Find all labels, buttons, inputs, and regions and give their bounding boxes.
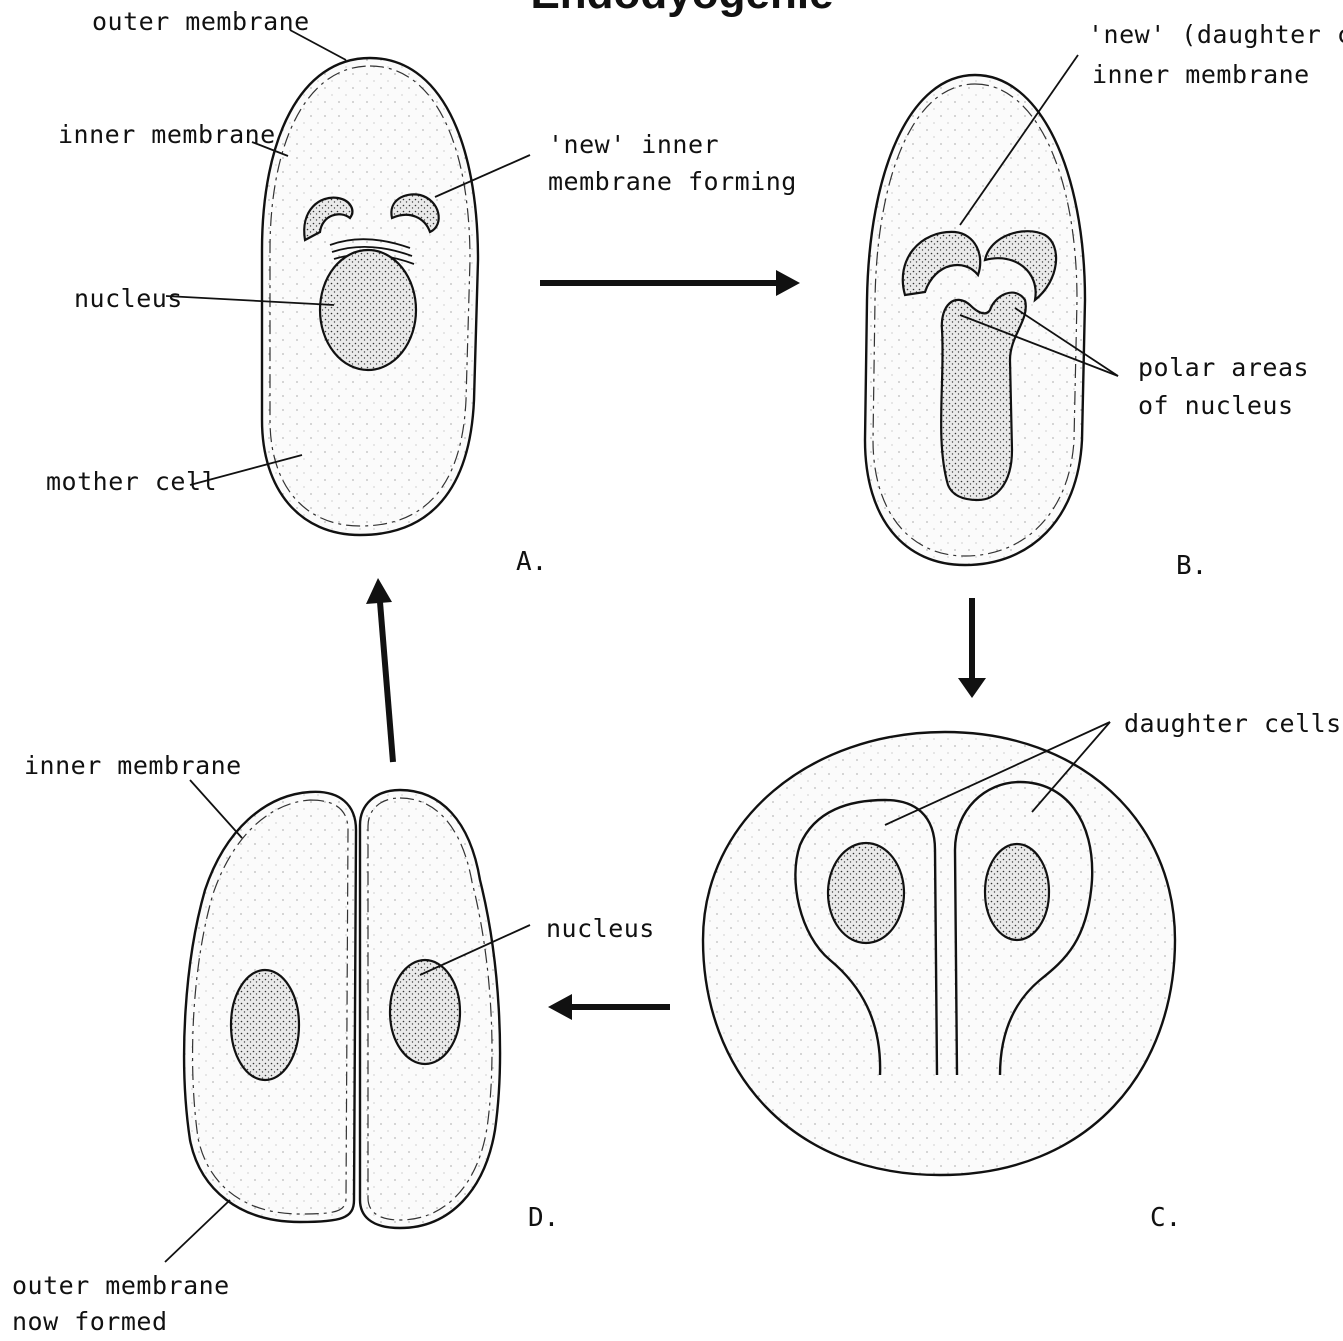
nucleus-c-right [985,844,1049,940]
arrow-c-to-d [548,994,670,1020]
cell-c-outer-membrane [703,732,1175,1175]
panel-letter-b: B. [1176,551,1207,581]
label-new-inner-line1: 'new' inner [548,130,719,159]
label-inner-membrane-a: inner membrane [58,120,276,149]
arrow-b-to-c [958,598,986,698]
panel-c: daughter cells C. [703,709,1342,1233]
label-outer-membrane-a: outer membrane [92,7,310,36]
label-polar-areas-line2: of nucleus [1138,391,1294,420]
label-polar-areas-line1: polar areas [1138,353,1309,382]
label-inner-membrane-d: inner membrane [24,751,242,780]
panel-b: 'new' (daughter cell) inner membrane pol… [865,20,1343,581]
label-new-inner-line2: membrane forming [548,167,797,196]
arrow-a-to-b [540,270,800,296]
nucleus-d-right [390,960,460,1064]
label-nucleus-a: nucleus [74,284,183,313]
label-new-daughter-line2: inner membrane [1092,60,1310,89]
label-outer-formed-line1: outer membrane [12,1271,230,1300]
panel-d: inner membrane nucleus outer membrane no… [12,751,655,1336]
panel-letter-d: D. [528,1203,559,1233]
label-outer-formed-line2: now formed [12,1307,168,1336]
nucleus-d-left [231,970,299,1080]
label-daughter-cells: daughter cells [1124,709,1342,738]
panel-letter-c: C. [1150,1203,1181,1233]
nucleus-a [320,250,416,370]
label-new-daughter-line1: 'new' (daughter cell) [1088,20,1343,49]
label-mother-cell: mother cell [46,467,217,496]
arrow-d-to-a [366,578,393,762]
nucleus-c-left [828,843,904,943]
label-nucleus-d: nucleus [546,914,655,943]
panel-a: outer membrane inner membrane 'new' inne… [46,7,797,577]
diagram-title: Endodyogenie [530,0,833,18]
panel-letter-a: A. [516,547,547,577]
